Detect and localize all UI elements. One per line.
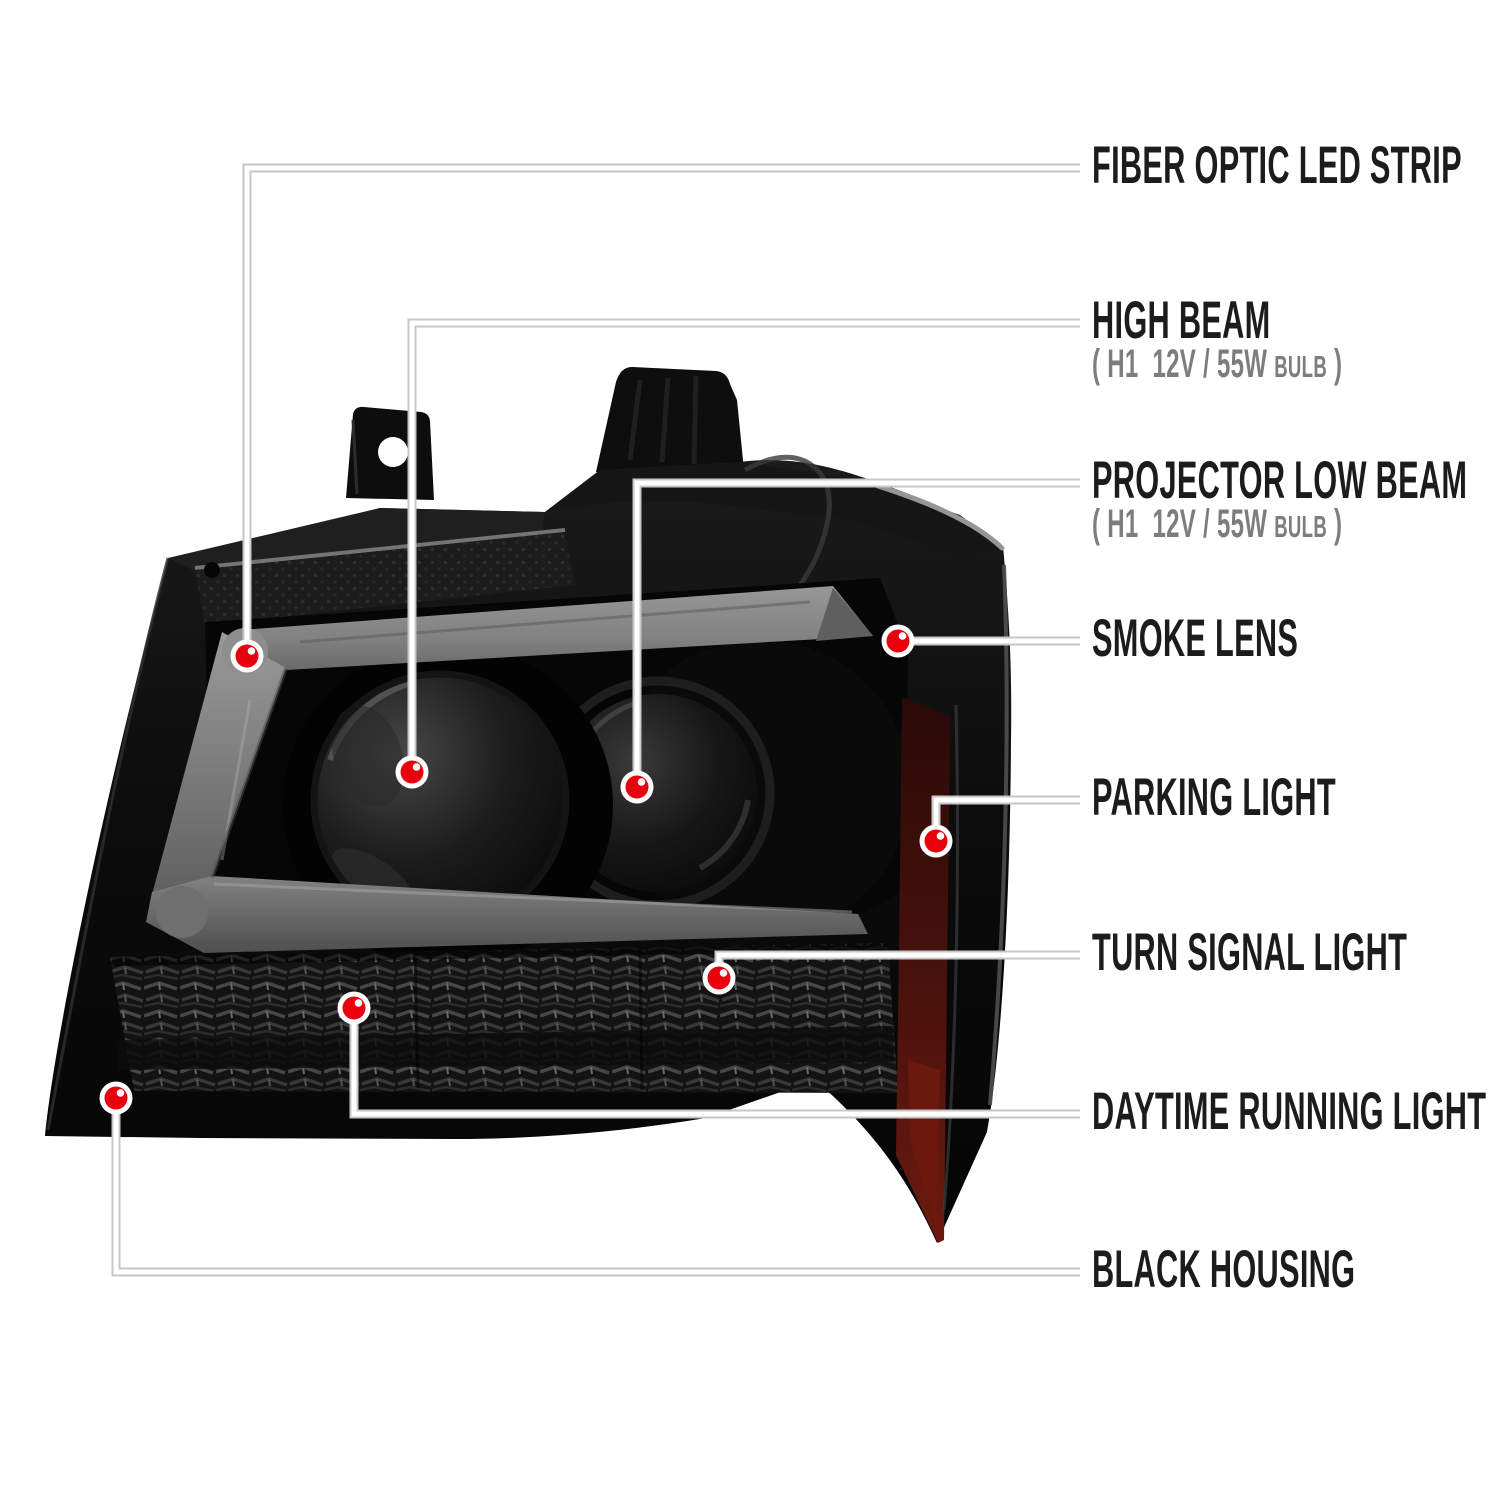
inner-edge-highlight [942, 704, 959, 1211]
callout-line-fiber-optic-led-strip-inner [244, 165, 1080, 656]
callout-sublabel-projector-low-beam: ( H1 12V / 55W BULB ) [1092, 504, 1500, 544]
bulb-spec-prefix: ( H1 12V / 55W [1092, 502, 1275, 546]
callout-title: DAYTIME RUNNING LIGHT [1092, 1082, 1487, 1141]
turn-signal-lens [110, 943, 898, 1093]
cover-highlight-line [194, 528, 566, 570]
callout-label-turn-signal-light: TURN SIGNAL LIGHT [1092, 926, 1500, 979]
cover-swoosh-highlight [743, 454, 832, 587]
bulb-spec-suffix: ) [1327, 502, 1343, 546]
callout-title: BLACK HOUSING [1092, 1240, 1356, 1299]
callout-label-fiber-optic-led-strip: FIBER OPTIC LED STRIP [1092, 139, 1500, 192]
dot-specular [247, 647, 256, 655]
led-bar-tip-facet [816, 588, 873, 641]
led-bar-crease [299, 600, 811, 644]
callout-line-high-beam-inner [409, 320, 1080, 772]
callout-label-projector-low-beam: PROJECTOR LOW BEAM [1092, 454, 1500, 507]
callout-title: PROJECTOR LOW BEAM [1092, 451, 1468, 510]
callout-dot-black-housing [99, 1081, 133, 1115]
dot-specular [898, 632, 907, 640]
low-beam-lower-highlight [698, 799, 751, 871]
callout-label-smoke-lens: SMOKE LENS [1092, 612, 1447, 665]
dot-specular [412, 763, 421, 771]
corner-highlight [875, 483, 1005, 551]
tab-ribs [627, 375, 699, 465]
amber-reflector-bright [908, 1060, 940, 1225]
led-bar-top [240, 586, 873, 672]
turn-signal-gloss-strip [116, 1026, 894, 1070]
callout-dot-smoke-lens [881, 624, 915, 658]
callout-title: SMOKE LENS [1092, 609, 1299, 668]
cover-notch [204, 562, 220, 578]
callout-dot-high-beam [395, 755, 429, 789]
turn-signal-top-shadow [110, 943, 890, 966]
led-bar-corner-bottom [156, 886, 208, 938]
callout-dot-projector-low-beam [620, 770, 654, 804]
led-bottom-highlight [213, 882, 853, 914]
callout-dot-fiber-optic-led-strip [230, 639, 264, 673]
left-edge-highlight [46, 557, 170, 1131]
housing-highlights [46, 483, 1009, 1211]
callout-line-projector-low-beam-inner [634, 480, 1080, 787]
callout-dot-daytime-running-light [337, 991, 371, 1025]
callout-title: FIBER OPTIC LED STRIP [1092, 136, 1462, 195]
right-edge-highlight [988, 564, 1009, 1106]
mesh-band [195, 532, 575, 625]
dot-specular [637, 778, 646, 786]
callout-label-parking-light: PARKING LIGHT [1092, 771, 1500, 824]
high-beam-side-reflection [331, 705, 405, 807]
dot-specular [719, 969, 728, 977]
bulb-spec-prefix: ( H1 12V / 55W [1092, 342, 1275, 386]
led-light-bar [146, 586, 873, 953]
bulb-spec: ( H1 12V / 55W BULB ) [1092, 344, 1342, 384]
callout-dot-turn-signal-light [702, 961, 736, 995]
dot-specular [116, 1089, 125, 1097]
led-leg-inner-shadow [210, 667, 288, 879]
callout-sublabel-high-beam: ( H1 12V / 55W BULB ) [1092, 344, 1500, 384]
dot-specular [936, 832, 945, 840]
callout-label-high-beam: HIGH BEAM [1092, 294, 1400, 347]
dot-specular [354, 999, 363, 1007]
callout-label-black-housing: BLACK HOUSING [1092, 1243, 1500, 1296]
callout-line-daytime-running-light-inner [351, 1008, 1080, 1117]
bulb-spec-word: BULB [1274, 349, 1328, 384]
bulb-spec-word: BULB [1274, 509, 1328, 544]
callout-dot-parking-light [919, 824, 953, 858]
callout-title: TURN SIGNAL LIGHT [1092, 923, 1408, 982]
led-bar-left-leg [150, 632, 286, 902]
bulb-spec: ( H1 12V / 55W BULB ) [1092, 504, 1342, 544]
tab-edge-highlight [351, 419, 359, 495]
callout-label-daytime-running-light: DAYTIME RUNNING LIGHT [1092, 1085, 1500, 1138]
callout-title: PARKING LIGHT [1092, 768, 1336, 827]
turn-signal-seams [413, 947, 644, 1091]
bulb-spec-suffix: ) [1327, 342, 1343, 386]
callout-line-black-housing-inner [113, 1098, 1080, 1275]
led-bar-bottom [146, 876, 868, 953]
callout-title: HIGH BEAM [1092, 291, 1271, 350]
mounting-tab-hole [378, 437, 408, 467]
